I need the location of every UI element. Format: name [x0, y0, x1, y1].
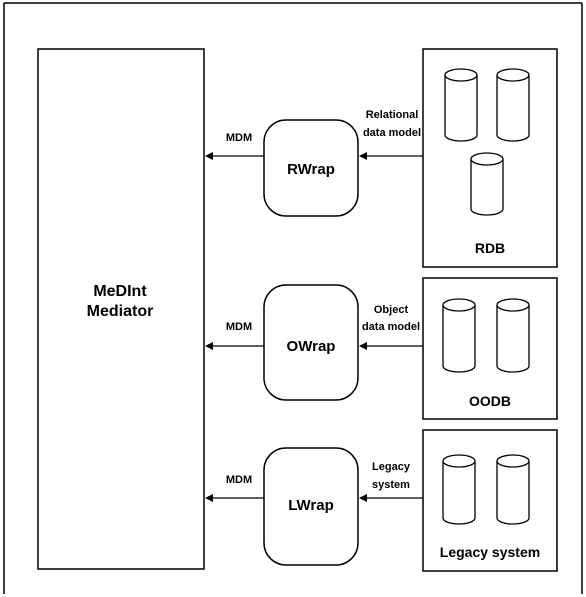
- owrap-box: [263, 284, 359, 401]
- rdb-model-label-line1: Relational: [366, 109, 419, 121]
- rdb-cylinder-2-icon: [496, 68, 530, 142]
- rwrap-box: [263, 119, 359, 217]
- rwrap-mdm-label: MDM: [226, 132, 252, 144]
- mediator-title-line2: Mediator: [87, 303, 154, 320]
- oodb-model-label-line2: data model: [362, 321, 420, 333]
- rdb-cylinder-1-icon: [444, 68, 478, 142]
- oodb-model-label-line1: Object: [374, 304, 409, 316]
- legacy-cylinder-2-icon: [496, 454, 530, 525]
- rdb-cylinder-3-icon: [470, 152, 504, 216]
- legacy-system-label: Legacy system: [440, 544, 540, 560]
- rdb-model-label-line2: data model: [363, 127, 421, 139]
- legacy-model-label-line2: system: [372, 479, 410, 491]
- lwrap-mdm-label: MDM: [226, 474, 252, 486]
- oodb-cylinder-1-icon: [442, 298, 476, 373]
- owrap-mdm-label: MDM: [226, 321, 252, 333]
- mediator-box: [37, 48, 205, 570]
- oodb-cylinder-2-icon: [496, 298, 530, 373]
- rwrap-label: RWrap: [287, 161, 335, 178]
- rdb-label: RDB: [475, 240, 505, 256]
- oodb-label: OODB: [469, 393, 511, 409]
- owrap-label: OWrap: [287, 338, 336, 355]
- legacy-cylinder-1-icon: [442, 454, 476, 525]
- lwrap-label: LWrap: [288, 497, 334, 514]
- mediator-title-line1: MeDInt: [93, 283, 147, 300]
- lwrap-box: [263, 447, 359, 566]
- legacy-model-label-line1: Legacy: [372, 461, 411, 473]
